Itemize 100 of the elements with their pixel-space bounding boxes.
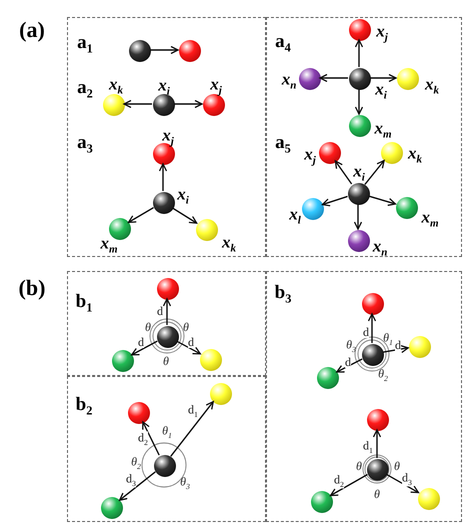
node-label: x$_{i}$ bbox=[158, 76, 170, 98]
sphere bbox=[153, 192, 175, 214]
arrow bbox=[123, 100, 152, 108]
arrow bbox=[368, 313, 376, 343]
sphere bbox=[367, 409, 389, 431]
sphere bbox=[319, 142, 341, 164]
arrow bbox=[334, 160, 352, 184]
arrow bbox=[364, 160, 385, 185]
arrow bbox=[354, 39, 364, 67]
edge-label: d bbox=[157, 305, 163, 317]
sphere bbox=[196, 219, 218, 241]
panel-label: a$_{3}$ bbox=[77, 132, 93, 156]
edge-label: d$_{2}$ bbox=[334, 473, 344, 489]
node-label: x$_{n}$ bbox=[372, 237, 388, 259]
arrow bbox=[158, 163, 168, 191]
arrow bbox=[150, 46, 179, 54]
node-label: x$_{j}$ bbox=[210, 75, 222, 97]
edge-label: d bbox=[363, 326, 369, 338]
edge-label: d$_{1}$ bbox=[363, 439, 373, 455]
sphere bbox=[317, 367, 339, 389]
node-label: x$_{l}$ bbox=[289, 205, 301, 227]
sphere bbox=[109, 218, 131, 240]
arrow bbox=[354, 89, 364, 115]
panel-frame bbox=[67, 271, 266, 376]
arrow bbox=[162, 298, 172, 325]
sphere bbox=[210, 383, 232, 405]
angle-label: θ$_{1}$ bbox=[162, 424, 172, 440]
sphere bbox=[302, 198, 324, 220]
node-label: x$_{k}$ bbox=[425, 75, 439, 97]
sphere bbox=[154, 455, 176, 477]
node-label: x$_{k}$ bbox=[222, 233, 236, 255]
arrow bbox=[170, 401, 214, 457]
arrow bbox=[370, 74, 397, 82]
sphere bbox=[397, 68, 419, 90]
sphere bbox=[362, 293, 384, 315]
sphere bbox=[101, 497, 123, 519]
arrow bbox=[330, 474, 368, 496]
sphere bbox=[129, 40, 151, 62]
sphere bbox=[348, 230, 370, 252]
sphere bbox=[112, 350, 134, 372]
node-label: x$_{m}$ bbox=[421, 208, 439, 230]
sphere bbox=[153, 94, 175, 116]
node-label: x$_{k}$ bbox=[109, 75, 123, 97]
sphere bbox=[299, 68, 321, 90]
node-label: x$_{i}$ bbox=[353, 162, 365, 184]
node-label: x$_{i}$ bbox=[177, 185, 189, 207]
arrow bbox=[319, 74, 348, 82]
arrow bbox=[174, 100, 203, 108]
angle-label: θ$_{2}$ bbox=[131, 455, 141, 471]
arrow bbox=[382, 344, 409, 354]
sphere bbox=[349, 68, 371, 90]
edge-label: d$_{3}$ bbox=[126, 472, 136, 488]
sphere bbox=[128, 402, 150, 424]
angle-label: θ bbox=[356, 460, 362, 472]
node-label: x$_{k}$ bbox=[408, 144, 422, 166]
node-label: x$_{m}$ bbox=[100, 234, 118, 256]
panel-label: a$_{5}$ bbox=[275, 132, 291, 156]
arrow bbox=[131, 340, 158, 356]
angle-label: θ bbox=[374, 488, 380, 500]
figure-label: (b) bbox=[18, 277, 46, 299]
sphere bbox=[157, 326, 179, 348]
sphere bbox=[349, 115, 371, 137]
arrow bbox=[322, 196, 348, 206]
node-label: x$_{j}$ bbox=[376, 22, 388, 44]
arrow bbox=[172, 207, 198, 224]
panel-label: b$_{1}$ bbox=[76, 292, 92, 314]
sphere bbox=[157, 278, 179, 300]
panel-label: a$_{4}$ bbox=[275, 32, 291, 54]
panel-label: a$_{2}$ bbox=[77, 78, 93, 100]
panel-label: b$_{2}$ bbox=[76, 394, 92, 418]
arrow bbox=[142, 421, 160, 456]
sphere bbox=[349, 19, 371, 41]
edge-label: d$_{2}$ bbox=[138, 431, 148, 447]
sphere bbox=[381, 142, 403, 164]
arrow bbox=[354, 204, 362, 230]
arrow bbox=[336, 358, 363, 373]
arrow bbox=[128, 207, 154, 224]
sphere bbox=[409, 336, 431, 358]
angle-label: θ$_{2}$ bbox=[378, 367, 388, 383]
sphere bbox=[396, 197, 418, 219]
angle-label: θ$_{3}$ bbox=[180, 475, 190, 491]
sphere bbox=[103, 94, 125, 116]
node-label: x$_{m}$ bbox=[374, 119, 392, 141]
angle-label: θ bbox=[163, 355, 169, 367]
node-label: x$_{j}$ bbox=[304, 145, 316, 167]
node-label: x$_{j}$ bbox=[162, 126, 174, 148]
sphere bbox=[200, 349, 222, 371]
arrow bbox=[118, 471, 156, 501]
node-label: x$_{n}$ bbox=[282, 70, 296, 92]
edge-label: d bbox=[345, 356, 351, 368]
edge-label: d bbox=[395, 339, 401, 351]
arrow bbox=[368, 195, 396, 206]
angle-label: θ$_{3}$ bbox=[346, 338, 356, 354]
panel-frame bbox=[266, 17, 462, 257]
sphere bbox=[311, 491, 333, 513]
sphere bbox=[362, 344, 384, 366]
node-label: x$_{i}$ bbox=[375, 80, 387, 102]
angle-label: θ$_{1}$ bbox=[383, 331, 393, 347]
arrow bbox=[372, 429, 382, 458]
edge-label: d$_{1}$ bbox=[188, 403, 198, 419]
